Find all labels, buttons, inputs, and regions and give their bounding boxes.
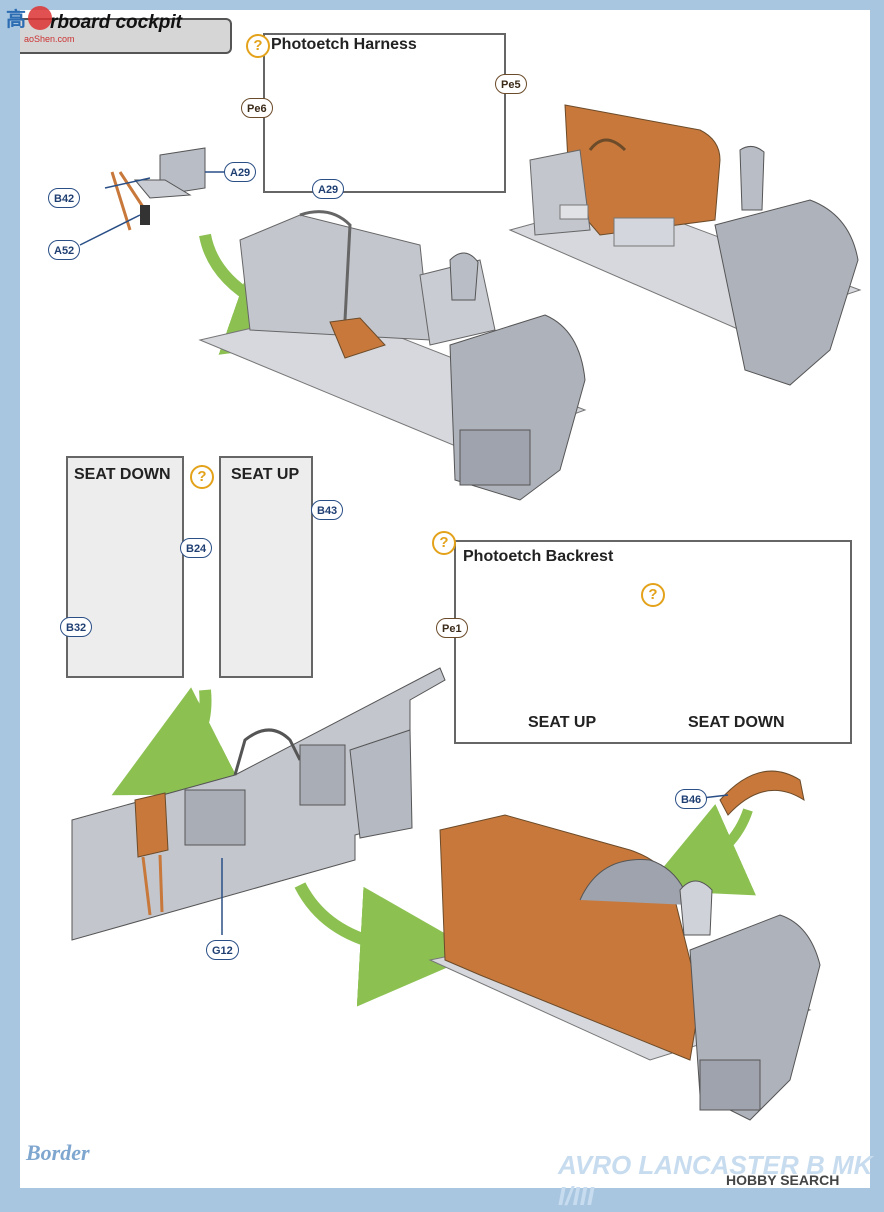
hobby-search-watermark: HOBBY SEARCH xyxy=(726,1172,840,1188)
brand-logo: Border xyxy=(26,1140,90,1165)
callout-b42: B42 xyxy=(48,188,81,208)
backrest-caption-seat-down: SEAT DOWN xyxy=(688,714,785,731)
svg-text:高: 高 xyxy=(6,7,26,31)
seat-up-title: SEAT UP xyxy=(231,466,300,483)
insert-arrow-4 xyxy=(644,803,757,896)
seat-down-panel xyxy=(66,456,184,678)
callout-pe1: Pe1 xyxy=(436,618,468,638)
callout-pe6: Pe6 xyxy=(241,98,273,118)
callout-a52: A52 xyxy=(48,240,81,260)
watermark-logo-icon: 高 xyxy=(6,6,52,31)
photoetch-harness-panel xyxy=(263,33,506,193)
backrest-seat-down-badge: ? xyxy=(641,583,665,607)
backrest-panel-title: Photoetch Backrest xyxy=(463,548,614,565)
harness-optional-badge: ? xyxy=(246,34,270,58)
insert-arrow-2 xyxy=(111,687,246,796)
small-seat-drawing xyxy=(79,147,226,246)
bulkhead-wall-drawing xyxy=(71,667,446,941)
part-b46-drawing xyxy=(719,770,805,816)
watermark-text: aoShen.com xyxy=(24,34,75,44)
callout-a29-harness: A29 xyxy=(312,179,345,199)
callout-b43: B43 xyxy=(311,500,344,520)
photoetch-backrest-panel xyxy=(454,540,852,744)
seat-option-badge: ? xyxy=(190,465,214,489)
insert-arrow-3 xyxy=(294,882,480,1007)
cockpit-assembly-final xyxy=(428,814,821,1121)
harness-panel-title: Photoetch Harness xyxy=(271,36,417,53)
callout-g12: G12 xyxy=(206,940,239,960)
cockpit-assembly-top-right xyxy=(508,104,862,386)
backrest-caption-seat-up: SEAT UP xyxy=(528,714,597,731)
callout-b24: B24 xyxy=(180,538,213,558)
cockpit-assembly-main xyxy=(198,210,587,501)
callout-b32: B32 xyxy=(60,617,93,637)
callout-b46: B46 xyxy=(675,789,708,809)
callout-a29: A29 xyxy=(224,162,257,182)
header-tab xyxy=(20,18,232,54)
callout-pe5: Pe5 xyxy=(495,74,527,94)
section-title: rboard cockpit xyxy=(50,12,182,33)
backrest-optional-badge: ? xyxy=(432,531,456,555)
site-watermark: 高 aoShen.com xyxy=(2,2,75,46)
seat-up-panel xyxy=(219,456,313,678)
seat-down-title: SEAT DOWN xyxy=(74,466,171,483)
